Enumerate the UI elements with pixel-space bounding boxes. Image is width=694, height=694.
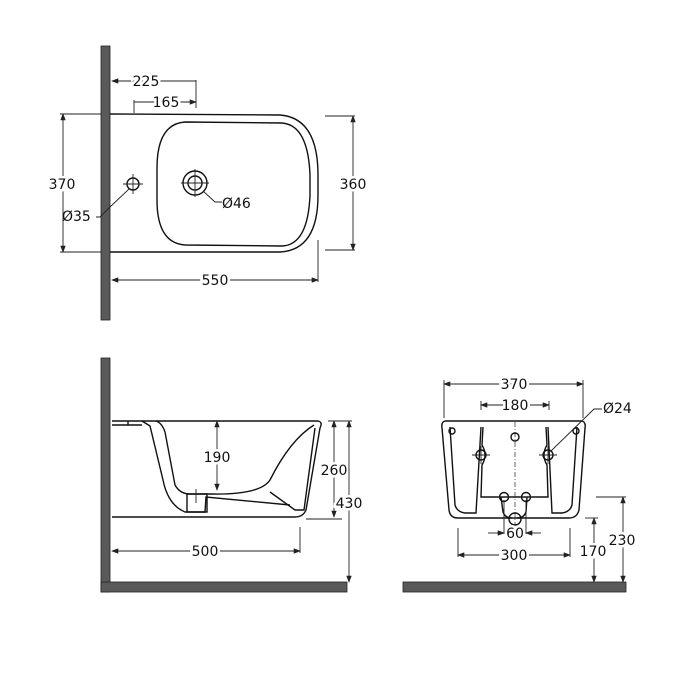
dim-170: 170 — [580, 544, 607, 560]
dim-360: 360 — [340, 177, 367, 193]
fixing-hole-icon — [472, 446, 557, 464]
tap-hole-icon — [181, 169, 209, 197]
dim-180: 180 — [502, 398, 529, 414]
dim-230: 230 — [609, 533, 636, 549]
center-hole-icon — [510, 432, 520, 442]
bidet-outline-rear — [441, 420, 586, 519]
dim-430: 430 — [336, 496, 363, 512]
label-hole-46: Ø46 — [222, 196, 251, 212]
dim-300: 300 — [501, 548, 528, 564]
bowl-outline — [156, 121, 311, 247]
side-view: 190 260 430 500 — [100, 357, 365, 593]
small-hole-icon — [123, 174, 143, 194]
left-wall-inner — [449, 426, 482, 514]
dim-190: 190 — [204, 450, 231, 466]
label-hole-24: Ø24 — [603, 401, 632, 417]
rear-view: 370 180 Ø24 60 300 170 230 — [402, 375, 638, 593]
dim-550: 550 — [202, 273, 229, 289]
bowl-profile — [155, 420, 315, 495]
back-panel — [480, 426, 549, 498]
wall — [100, 45, 111, 321]
dim-500: 500 — [192, 544, 219, 560]
label-hole-35: Ø35 — [62, 209, 91, 225]
rim-support — [269, 427, 316, 511]
bowl-inner-side — [141, 420, 291, 513]
wall — [100, 357, 111, 593]
dim-370-top: 370 — [49, 177, 76, 193]
right-wall-inner — [547, 426, 578, 514]
dim-60: 60 — [506, 526, 524, 542]
top-view: 225 165 370 360 550 Ø35 Ø46 — [46, 45, 369, 321]
floor — [100, 581, 348, 593]
dim-225: 225 — [133, 74, 160, 90]
dim-370-rear: 370 — [501, 377, 528, 393]
bidet-outline-side — [112, 420, 322, 518]
dim-165: 165 — [153, 95, 180, 111]
bidet-outline-top — [109, 113, 319, 253]
dim-260: 260 — [321, 463, 348, 479]
floor — [402, 581, 627, 593]
